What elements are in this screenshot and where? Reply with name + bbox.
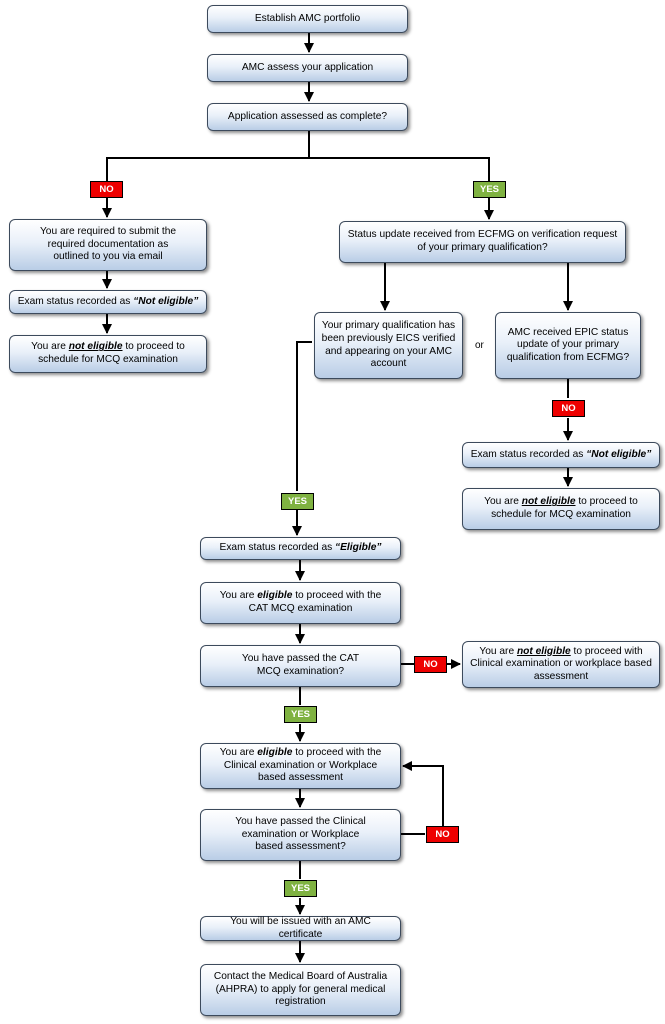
box-text: You have passed the CAT MCQ examination?	[241, 653, 360, 677]
yes-tag: YES	[473, 181, 506, 198]
contact-board-box: Contact the Medical Board of Australia (…	[200, 964, 401, 1016]
not-eligible-status-right-box: Exam status recorded as “Not eligible”	[462, 442, 660, 468]
box-text: AMC assess your application	[241, 61, 374, 73]
connector	[402, 761, 444, 826]
passed-clinical-box: You have passed the Clinical examination…	[200, 809, 401, 861]
passed-cat-box: You have passed the CAT MCQ examination?	[200, 645, 401, 687]
or-label: or	[475, 340, 484, 351]
box-text: You are not eligible to proceed with Cli…	[470, 645, 652, 682]
eligible-clinical-box: You are eligible to proceed with the Cli…	[200, 743, 401, 789]
establish-portfolio-box: Establish AMC portfolio	[207, 5, 408, 33]
box-text: Establish AMC portfolio	[254, 12, 361, 24]
submit-documentation-box: You are required to submit the required …	[9, 219, 207, 271]
ecfmg-status-update-box: Status update received from ECFMG on ver…	[339, 221, 626, 263]
not-eligible-clinical-box: You are not eligible to proceed with Cli…	[462, 641, 660, 688]
no-tag: NO	[426, 826, 459, 843]
not-proceed-left-box: You are not eligible to proceed to sched…	[9, 335, 207, 373]
box-text: You are required to submit the required …	[39, 226, 177, 263]
box-text: Status update received from ECFMG on ver…	[347, 229, 618, 253]
box-text: Exam status recorded as “Not eligible”	[470, 448, 652, 460]
box-text: You are eligible to proceed with the CAT…	[219, 590, 382, 614]
amc-assess-box: AMC assess your application	[207, 54, 408, 82]
box-text: Your primary qualification has been prev…	[321, 320, 456, 370]
yes-tag: YES	[281, 493, 314, 510]
box-text: You have passed the Clinical examination…	[235, 816, 366, 853]
box-text: You are not eligible to proceed to sched…	[31, 341, 185, 365]
yes-tag: YES	[284, 706, 317, 723]
box-text: Application assessed as complete?	[227, 110, 388, 122]
epic-status-box: AMC received EPIC status update of your …	[495, 312, 641, 379]
not-proceed-right-box: You are not eligible to proceed to sched…	[462, 488, 660, 530]
assessed-complete-box: Application assessed as complete?	[207, 103, 408, 131]
no-tag: NO	[90, 181, 123, 198]
box-text: Exam status recorded as “Eligible”	[219, 542, 382, 554]
eics-verified-box: Your primary qualification has been prev…	[314, 312, 463, 379]
box-text: Exam status recorded as “Not eligible”	[17, 295, 199, 307]
connector	[296, 341, 312, 491]
box-text: You will be issued with an AMC certifica…	[230, 915, 371, 940]
box-text: You are not eligible to proceed to sched…	[484, 496, 638, 520]
eligible-status-box: Exam status recorded as “Eligible”	[200, 537, 401, 560]
box-text: AMC received EPIC status update of your …	[506, 326, 630, 363]
box-text: Contact the Medical Board of Australia (…	[213, 971, 388, 1008]
amc-certificate-box: You will be issued with an AMC certifica…	[200, 916, 401, 941]
no-tag: NO	[414, 656, 447, 673]
connector	[106, 157, 490, 181]
yes-tag: YES	[284, 880, 317, 897]
no-tag: NO	[552, 400, 585, 417]
box-text: You are eligible to proceed with the Cli…	[219, 747, 382, 784]
eligible-cat-box: You are eligible to proceed with the CAT…	[200, 582, 401, 624]
not-eligible-status-left-box: Exam status recorded as “Not eligible”	[9, 290, 207, 314]
